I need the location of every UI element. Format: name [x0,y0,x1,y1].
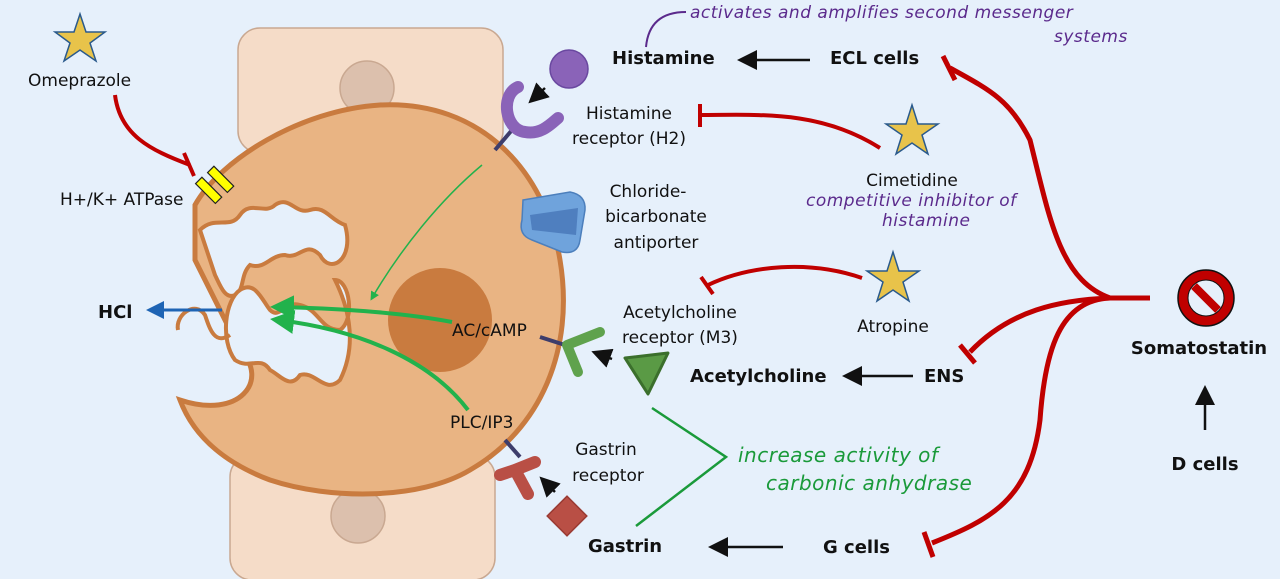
hcl-label: HCl [98,302,132,323]
gastrin-receptor-label-1: Gastrin [575,440,637,460]
parietal-cell [175,102,566,497]
histamine-receptor-label-1: Histamine [586,104,672,124]
histamine-receptor-label-2: receptor (H2) [572,129,686,149]
ac-camp-arrow [270,295,453,324]
histamine-note-line-1: activates and amplifies second messenger [690,3,1074,23]
plc-ip3-arrow [270,310,470,412]
histamine-note-arrow [645,11,687,48]
atpase-label: H+/K+ ATPase [60,190,183,210]
omeprazole-inhibition-line [113,94,191,167]
antiporter-label-3: antiporter [614,233,699,253]
cimetidine-star-icon [883,102,941,156]
proton-pump-icon [194,165,235,205]
atropine-label: Atropine [857,317,929,337]
chloride-bicarbonate-antiporter-icon [520,191,586,254]
omeprazole-label: Omeprazole [28,71,131,91]
ach-receptor-label-2: receptor (M3) [622,328,738,348]
somatostatin-inhibition-lines [931,65,1150,546]
histamine-signal-arrow [370,164,483,301]
cimetidine-inhibition-line [699,112,882,150]
antiporter-label-2: bicarbonate [605,207,707,227]
histamine-receptor-icon [493,81,564,152]
omeprazole-star-icon [52,11,108,63]
cimetidine-note-line-1: competitive inhibitor of [806,191,1019,211]
g-cells-label: G cells [823,537,890,558]
gastrin-molecule-icon [546,495,588,537]
ens-label: ENS [924,366,964,387]
acetylcholine-molecule-icon [623,351,670,396]
carbonic-note-line-1: increase activity of [738,443,941,467]
ecl-cells-label: ECL cells [830,48,919,69]
histamine-molecule-icon [549,49,589,89]
somatostatin-prohibition-icon [1177,269,1235,327]
cimetidine-note-line-2: histamine [882,211,970,231]
gastrin-label: Gastrin [588,536,662,557]
carbonic-note-line-2: carbonic anhydrase [766,471,972,495]
acetylcholine-receptor-icon [539,327,605,377]
acetylcholine-label: Acetylcholine [690,366,827,387]
histamine-note-line-2: systems [1054,27,1128,47]
atropine-star-icon [864,249,922,303]
carbonic-anhydrase-bracket [635,406,729,527]
antiporter-label-1: Chloride- [610,182,687,202]
gastrin-receptor-label-2: receptor [572,466,644,486]
gastrin-receptor-icon [494,438,541,500]
ac-camp-label: AC/cAMP [452,321,527,341]
cimetidine-label: Cimetidine [866,171,958,191]
somatostatin-label: Somatostatin [1131,338,1267,359]
histamine-label: Histamine [612,48,715,69]
atropine-inhibition-line [707,264,863,287]
ach-receptor-label-1: Acetylcholine [623,303,737,323]
d-cells-label: D cells [1171,454,1238,475]
plc-ip3-label: PLC/IP3 [450,413,513,433]
